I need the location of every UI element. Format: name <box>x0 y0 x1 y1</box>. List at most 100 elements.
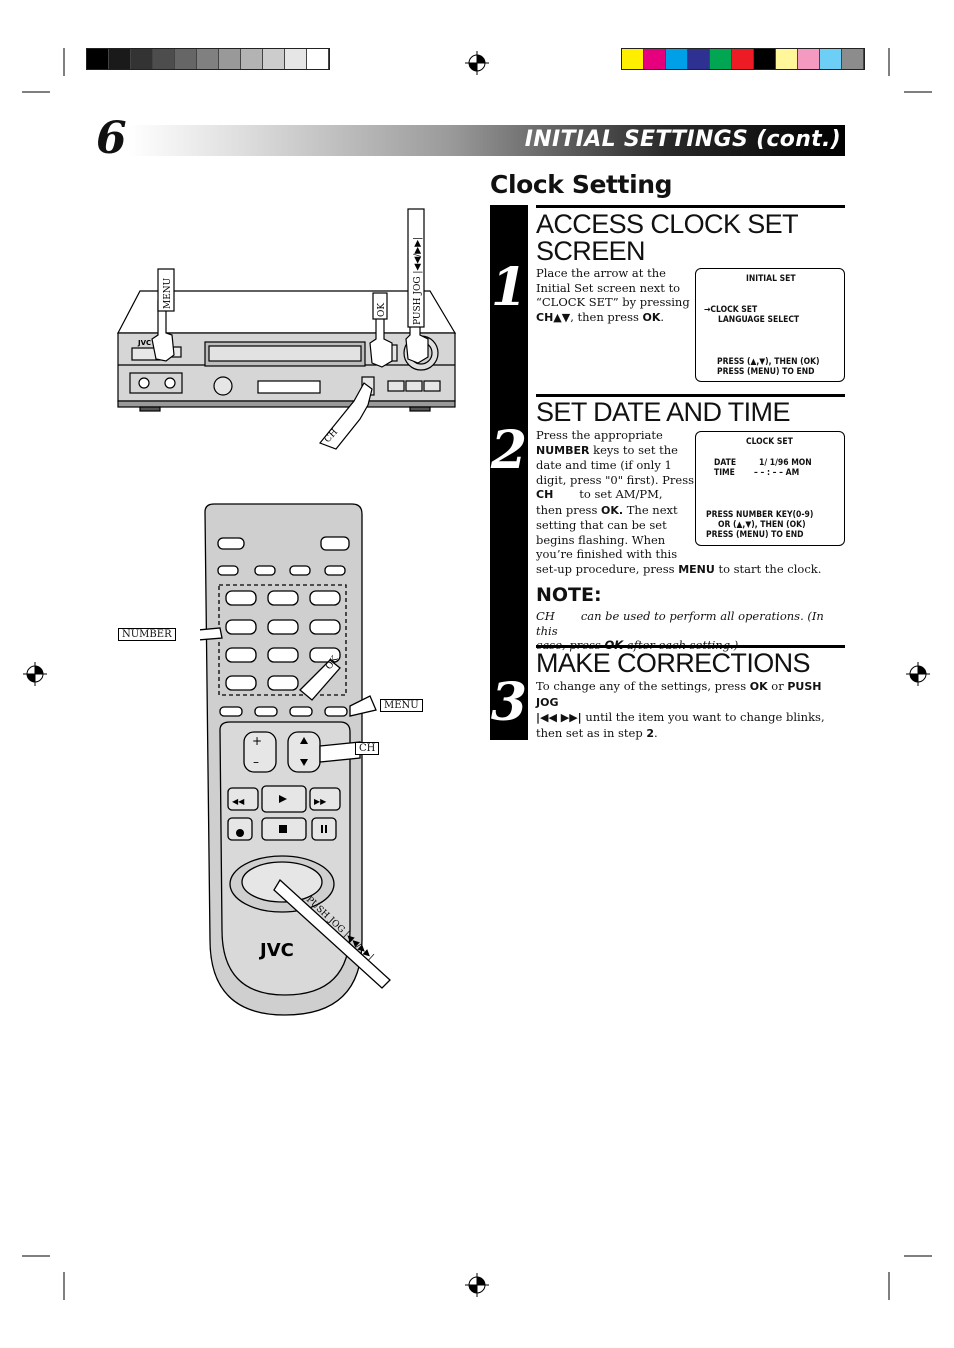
page-title: Clock Setting <box>490 170 673 199</box>
screen-date-label: DATE <box>714 458 737 468</box>
gray-swatch <box>219 49 241 69</box>
initial-set-screen: INITIAL SET →CLOCK SET LANGUAGE SELECT P… <box>695 268 845 382</box>
step-number-bar: 1 2 3 <box>490 205 528 740</box>
step-2-text: Press the appropriate NUMBER keys to set… <box>536 428 836 577</box>
gray-swatch <box>197 49 219 69</box>
text-span: can be used to perform all operations. (… <box>536 609 824 638</box>
color-swatch <box>688 49 710 69</box>
grayscale-calibration-bar <box>86 48 330 70</box>
clock-set-screen: CLOCK SET DATE 1/ 1/96 MON TIME – – : – … <box>695 431 845 546</box>
vcr-ok-label: OK <box>377 303 387 317</box>
ok-key-label: OK <box>642 310 661 324</box>
vcr-push-jog-label: PUSH JOG |◀◀/▶▶| <box>413 237 423 325</box>
step-2-rule <box>536 394 845 397</box>
menu-key-label: MENU <box>678 562 715 576</box>
text-line: Place the arrow at the <box>536 266 666 280</box>
text-line: “CLOCK SET” by pressing <box>536 295 690 309</box>
gray-swatch <box>109 49 131 69</box>
screen-title: CLOCK SET <box>746 437 793 447</box>
text-line: then set as in step 2. <box>536 726 841 742</box>
step-3-text: To change any of the settings, press OK … <box>536 679 841 741</box>
gray-swatch <box>241 49 263 69</box>
screen-item-clock-set: →CLOCK SET <box>704 305 758 315</box>
volume-minus-icon: – <box>253 755 259 769</box>
vcr-illustration: JVC MENU OK PUSH JOG |◀◀/▶▶| CH <box>117 208 457 450</box>
ch-key-label: CH <box>536 609 555 623</box>
number-key-label: NUMBER <box>536 443 590 457</box>
screen-title: INITIAL SET <box>746 274 796 284</box>
color-swatch <box>710 49 732 69</box>
text-line: date and time (if only 1 <box>536 458 672 472</box>
text-span: keys to set the <box>589 442 678 457</box>
step-3-heading: MAKE CORRECTIONS <box>536 648 811 678</box>
text-span: then set as in step <box>536 725 647 740</box>
text-span: . <box>660 309 665 324</box>
text-line: CH▲▼, then press OK. <box>536 310 696 326</box>
text-span: or <box>767 679 788 693</box>
text-span: set-up procedure, press <box>536 561 679 576</box>
gray-swatch <box>87 49 109 69</box>
step-3-number: 3 <box>490 672 528 733</box>
text-span: To change any of the settings, press <box>536 679 750 693</box>
ok-key-label: OK <box>749 680 768 693</box>
remote-illustration: + – ◀◀ ▶▶ JVC OK PUSH JOG |◀◀/▶▶| <box>200 503 391 1016</box>
screen-footer-1: PRESS (▲,▼), THEN (OK) <box>717 357 820 367</box>
color-calibration-bar <box>621 48 865 70</box>
ch-key-label: CH <box>536 488 554 501</box>
step-ref: 2 <box>646 726 655 740</box>
text-line: begins flashing. When <box>536 532 666 547</box>
step-1-text: Place the arrow at the Initial Set scree… <box>536 266 696 325</box>
gray-swatch <box>131 49 153 69</box>
screen-footer-2: PRESS (MENU) TO END <box>717 367 815 377</box>
vcr-menu-label: MENU <box>163 277 173 309</box>
color-swatch <box>666 49 688 69</box>
step-1-heading-line2: SCREEN <box>536 236 646 266</box>
text-line: |◀◀ ▶▶| until the item you want to chang… <box>536 710 841 726</box>
vcr-brand-logo: JVC <box>137 339 151 347</box>
color-swatch <box>644 49 666 69</box>
text-line: Initial Set screen next to <box>536 280 681 295</box>
text-line: CH to set AM/PM, <box>536 487 836 503</box>
step-1-number: 1 <box>490 257 528 318</box>
text-span: to set AM/PM, <box>579 487 663 501</box>
rewind-icon: ◀◀ <box>232 797 245 806</box>
step-3-rule <box>536 645 845 648</box>
text-line: To change any of the settings, press OK … <box>536 679 841 710</box>
step-1-heading-line1: ACCESS CLOCK SET <box>536 209 799 239</box>
screen-time-value: – – : – – AM <box>754 468 800 478</box>
step-2-heading: SET DATE AND TIME <box>536 397 790 427</box>
screen-footer-3: PRESS (MENU) TO END <box>706 530 804 540</box>
page-number: 6 <box>96 113 127 164</box>
text-line: NUMBER keys to set the <box>536 443 836 459</box>
color-swatch <box>820 49 842 69</box>
volume-plus-icon: + <box>252 734 262 748</box>
jog-arrows-label: |◀◀ ▶▶| <box>536 711 582 724</box>
color-swatch <box>732 49 754 69</box>
section-title: INITIAL SETTINGS (cont.) <box>524 127 841 152</box>
gray-swatch <box>285 49 307 69</box>
push-jog-label: PUSH JOG <box>536 680 822 709</box>
gray-swatch <box>175 49 197 69</box>
section-header-band: INITIAL SETTINGS (cont.) <box>128 125 845 156</box>
text-span: , then press <box>570 309 643 324</box>
text-line: set-up procedure, press MENU to start th… <box>536 562 836 578</box>
screen-footer-2: OR (▲,▼), THEN (OK) <box>718 520 806 530</box>
ok-key-label: OK. <box>601 503 624 517</box>
ch-key-label: CH▲▼ <box>536 310 571 324</box>
gray-swatch <box>263 49 285 69</box>
color-swatch <box>754 49 776 69</box>
step-1-rule <box>536 205 845 208</box>
screen-date-value: 1/ 1/96 MON <box>759 458 812 468</box>
text-line: you’re finished with this <box>536 547 678 561</box>
step-2-number: 2 <box>490 420 528 481</box>
remote-number-label: NUMBER <box>118 628 176 641</box>
screen-footer-1: PRESS NUMBER KEY(0-9) <box>706 510 814 520</box>
note-heading: NOTE: <box>536 584 602 606</box>
remote-brand-logo: JVC <box>258 940 294 961</box>
color-swatch <box>798 49 820 69</box>
text-span: The next <box>623 502 678 517</box>
text-span: until the item you want to change blinks… <box>581 710 825 724</box>
text-line: then press OK. The next <box>536 503 836 519</box>
